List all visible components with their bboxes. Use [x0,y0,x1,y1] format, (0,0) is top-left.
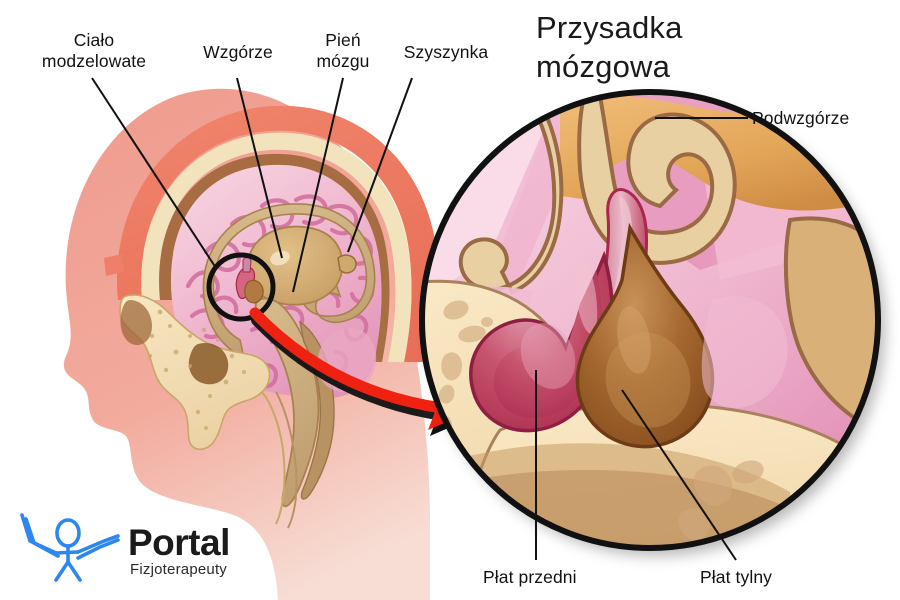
label-hypothalamus: Podwzgórze [752,108,850,128]
label-corpus-callosum: Ciało modzelowate [41,30,147,71]
logo-wordmark: Portal [128,522,230,563]
posterior-lobe-shape [575,222,715,449]
label-anterior-lobe: Płat przedni [483,567,577,587]
leader-corpus-callosum [91,77,217,269]
leader-brainstem [292,77,344,293]
page-title: Przysadka mózgowa [536,10,683,84]
label-brainstem: Pień mózgu [316,30,370,71]
leader-lines [91,77,748,561]
pituitary-highlight-circle [206,252,276,322]
magnified-contents [422,92,878,548]
leader-pineal [347,77,413,253]
label-thalamus: Wzgórze [203,42,273,62]
logo-tagline: Fizjoterapeuty [130,561,228,578]
magnified-circle-border [419,89,881,551]
brain-sagittal [171,164,382,508]
skull-cross-section [104,105,439,362]
label-pineal-gland: Szyszynka [403,42,489,62]
label-posterior-lobe: Płat tylny [700,567,772,587]
stick-figure-icon [20,513,120,582]
leader-posterior-lobe [621,389,737,561]
leader-thalamus [236,77,283,259]
facial-bone [119,294,298,529]
